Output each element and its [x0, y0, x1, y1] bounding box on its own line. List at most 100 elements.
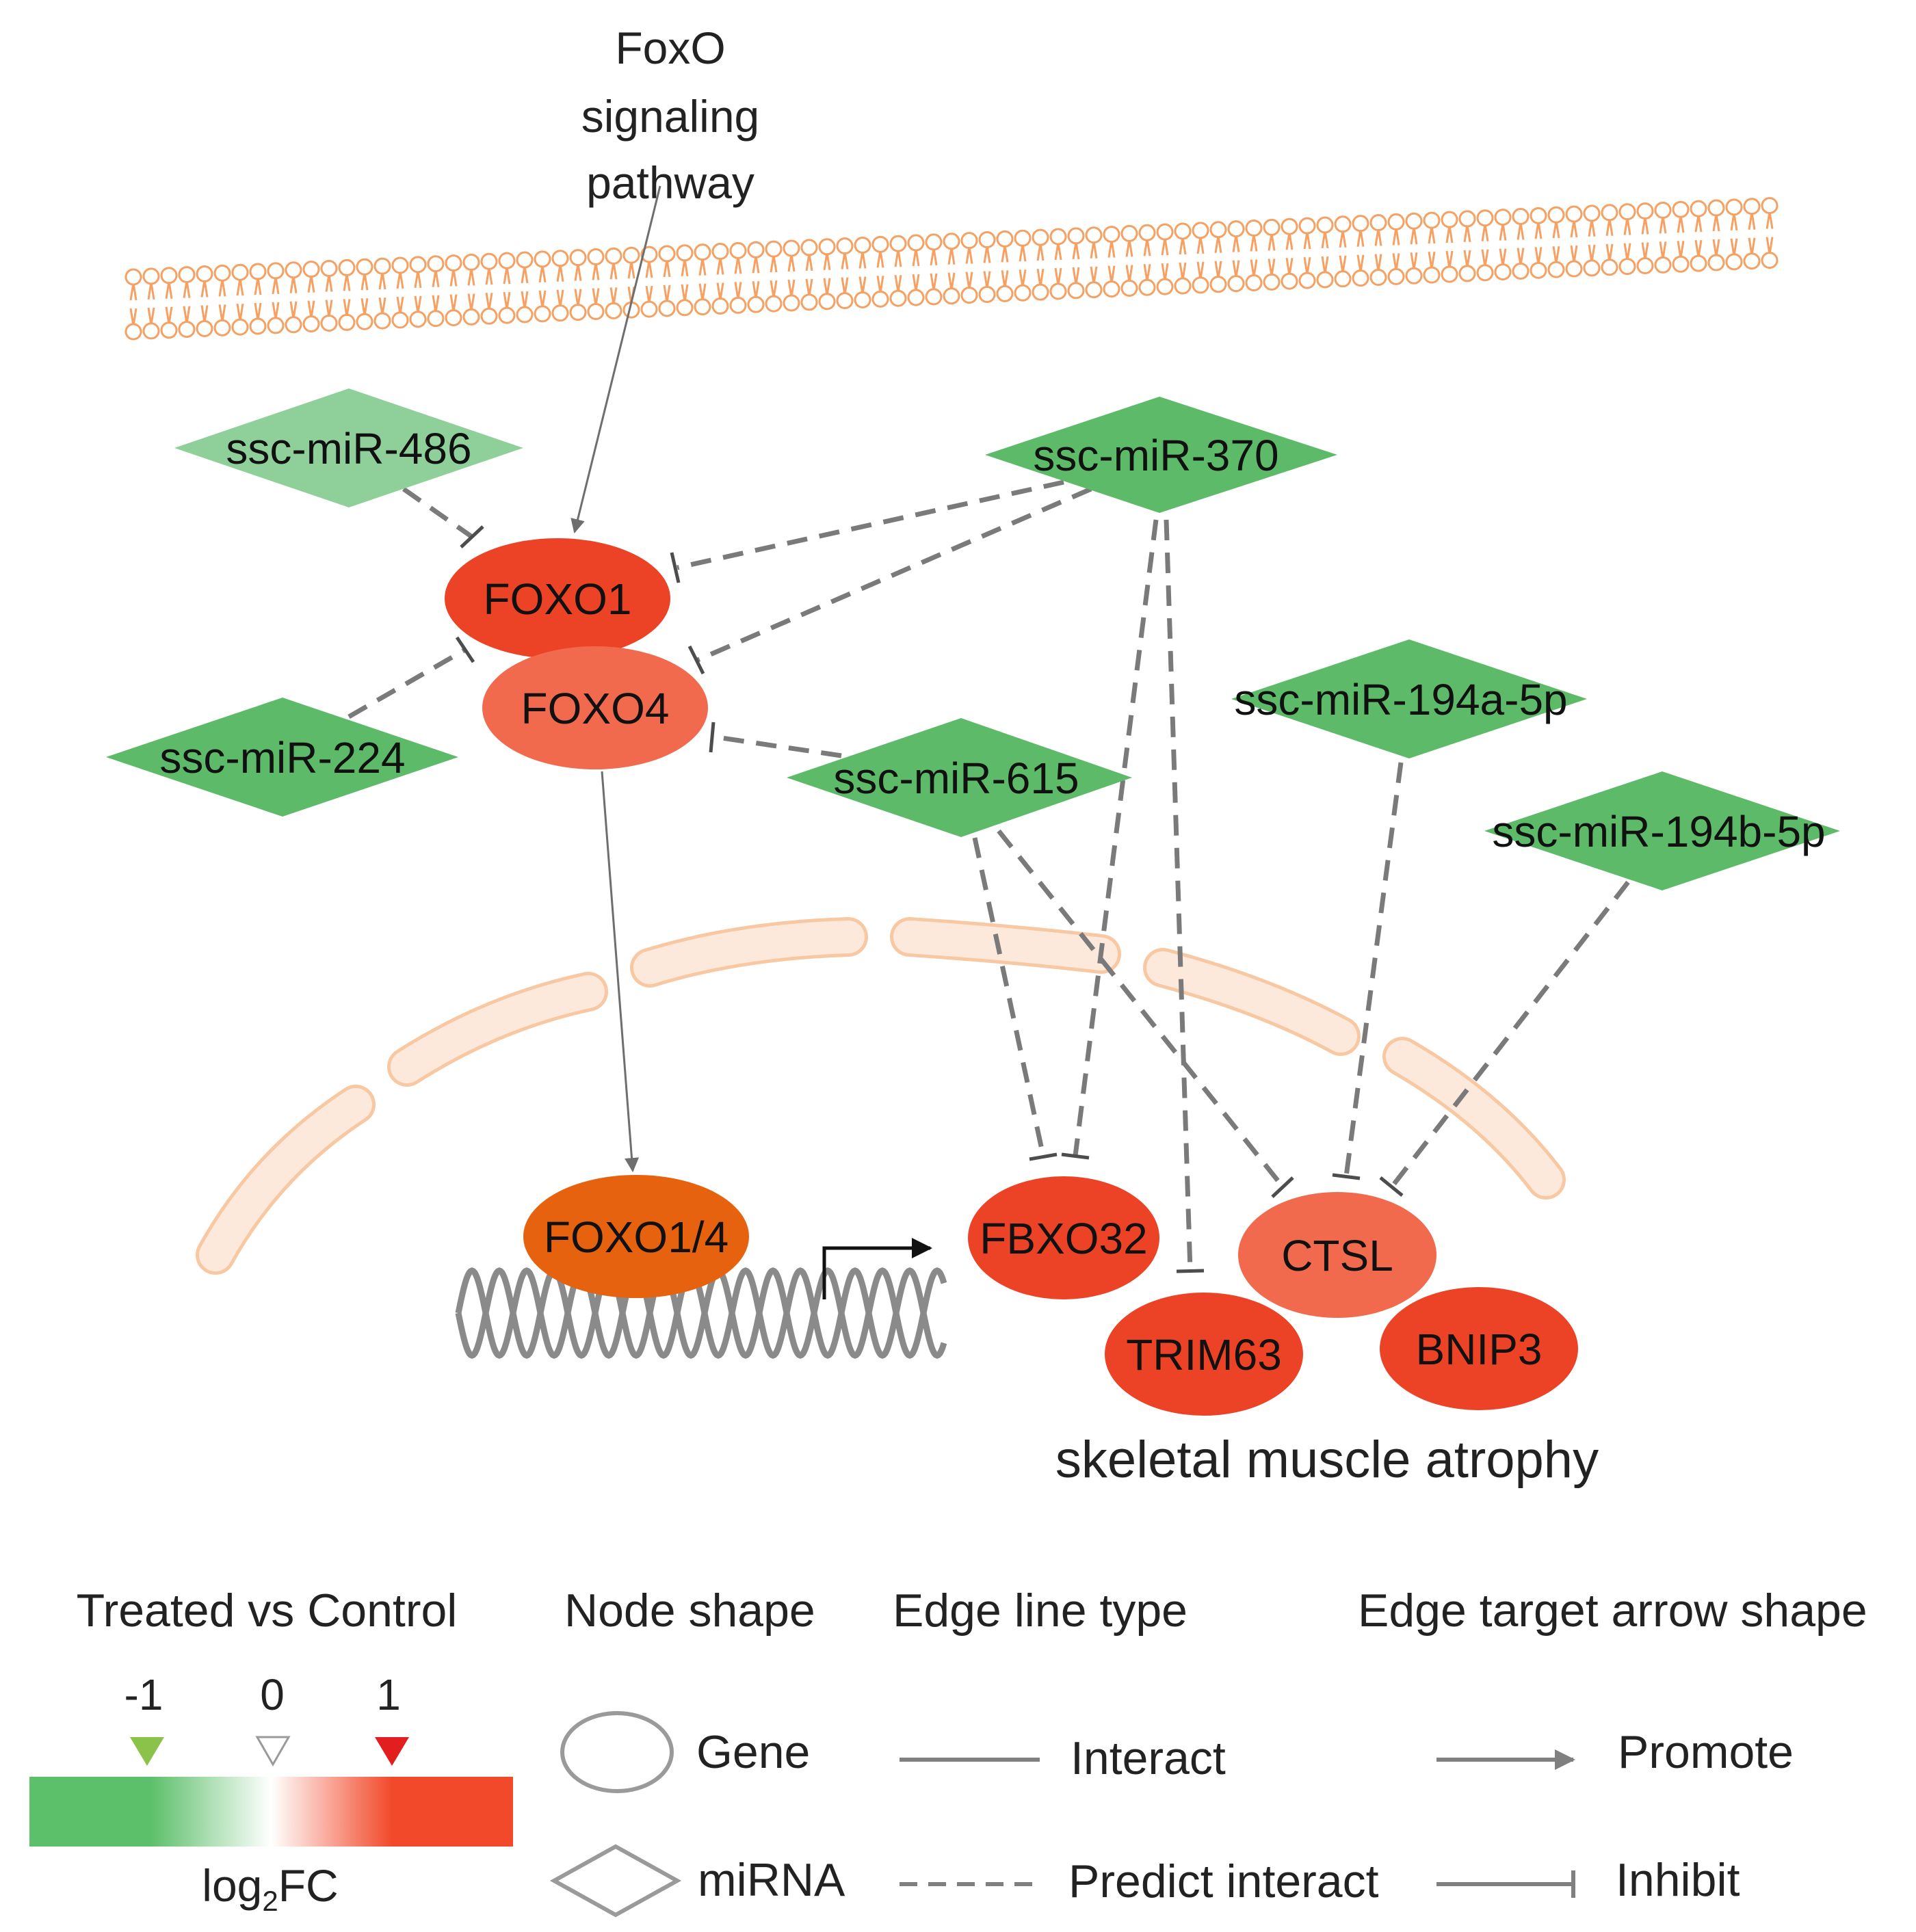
- gene-node-foxo1[interactable]: FOXO1: [445, 538, 670, 659]
- lipid-head: [1263, 218, 1281, 236]
- lipid-tail: [592, 263, 600, 306]
- lipid-tail: [1339, 230, 1347, 274]
- mirna-node-194b[interactable]: ssc-miR-194b-5p: [1484, 771, 1840, 890]
- lipid-tail: [1623, 217, 1631, 261]
- lipid-head: [676, 244, 694, 262]
- lipid-head: [178, 321, 196, 339]
- lipid-head: [605, 247, 622, 265]
- lipid-tail: [1730, 213, 1738, 256]
- lipid-tail: [663, 259, 671, 303]
- lipid-tail: [396, 271, 404, 315]
- lipid-head: [1441, 265, 1458, 283]
- lipid-tail: [236, 278, 244, 321]
- legend-label-sub: 2: [262, 1885, 278, 1917]
- lipid-tail: [307, 275, 315, 318]
- lipid-head: [1352, 269, 1369, 287]
- gene-node-foxo4[interactable]: FOXO4: [482, 646, 708, 769]
- lipid-head: [249, 317, 267, 335]
- lipid-head: [231, 263, 249, 281]
- lipid-tail: [1107, 240, 1116, 283]
- lipid-tail: [378, 272, 386, 315]
- lipid-tail: [787, 254, 796, 297]
- lipid-head: [587, 302, 605, 320]
- lipid-head: [1174, 277, 1192, 295]
- lipid-head: [1245, 274, 1263, 291]
- lipid-head: [1369, 269, 1387, 287]
- lipid-head: [1316, 271, 1334, 289]
- legend-color-title: Treated vs Control: [77, 1585, 458, 1637]
- lipid-head: [1369, 214, 1387, 232]
- lipid-head: [783, 239, 800, 257]
- lipid-head: [658, 300, 676, 317]
- lipid-head: [871, 235, 889, 253]
- mirna-label: ssc-miR-224: [159, 733, 405, 782]
- mirna-node-615[interactable]: ssc-miR-615: [787, 718, 1132, 837]
- lipid-head: [1743, 198, 1761, 215]
- lipid-head: [800, 293, 818, 311]
- gene-ellipse: [523, 1175, 749, 1298]
- lipid-tail: [645, 260, 653, 304]
- lipid-head: [1263, 273, 1281, 291]
- lipid-tail: [1268, 233, 1276, 276]
- lipid-head: [1494, 209, 1512, 226]
- lipid-head: [356, 258, 373, 276]
- edge-mir224-foxo1: [347, 647, 467, 719]
- lipid-head: [1761, 252, 1779, 269]
- gene-ellipse: [1238, 1192, 1436, 1318]
- lipid-tail: [983, 246, 991, 289]
- lipid-head: [1032, 283, 1049, 301]
- lipid-tail: [147, 282, 155, 326]
- legend-mirna-shape: [549, 1844, 682, 1918]
- lipid-tail: [1605, 218, 1614, 262]
- nuclear-envelope-segment: [633, 921, 865, 984]
- mirna-node-486[interactable]: ssc-miR-486: [174, 388, 523, 507]
- lipid-head: [445, 254, 462, 272]
- lipid-head: [1654, 201, 1672, 219]
- legend-mirna-label: miRNA: [698, 1854, 845, 1906]
- lipid-head: [285, 316, 302, 334]
- lipid-head: [1565, 260, 1583, 278]
- lipid-head: [462, 253, 480, 271]
- gene-node-ctsl[interactable]: CTSL: [1238, 1192, 1436, 1318]
- mirna-label: ssc-miR-615: [833, 754, 1079, 803]
- mirna-node-370[interactable]: ssc-miR-370: [985, 397, 1337, 513]
- lipid-head: [1281, 217, 1298, 235]
- lipid-head: [1120, 279, 1138, 297]
- gene-node-trim63[interactable]: TRIM63: [1105, 1293, 1303, 1416]
- lipid-head: [729, 296, 747, 314]
- lipid-head: [1014, 284, 1032, 302]
- legend-color-scale: Treated vs Control -1 0 1 log2FC: [29, 1585, 513, 1917]
- lipid-tail: [1463, 224, 1471, 268]
- lipid-tail: [272, 276, 280, 320]
- lipid-head: [836, 292, 854, 310]
- gene-node-fbxo32[interactable]: FBXO32: [968, 1176, 1159, 1299]
- edge-mir370-foxo1: [677, 479, 1064, 570]
- lipid-tail: [218, 279, 226, 322]
- lipid-head: [1405, 267, 1423, 284]
- mirna-node-224[interactable]: ssc-miR-224: [106, 698, 458, 817]
- lipid-tail: [770, 254, 778, 298]
- legend-tee-label: Inhibit: [1616, 1854, 1740, 1906]
- lipid-tail: [414, 270, 422, 314]
- legend-tick-high: 1: [376, 1670, 401, 1719]
- lipid-tail: [1036, 243, 1045, 287]
- outcome-label: skeletal muscle atrophy: [1055, 1431, 1599, 1489]
- lipid-tail: [1019, 244, 1027, 287]
- lipid-head: [1458, 210, 1476, 228]
- lipid-head: [1530, 207, 1547, 224]
- gene-node-foxo14[interactable]: FOXO1/4: [523, 1175, 749, 1298]
- lipid-head: [498, 252, 516, 269]
- lipid-tail: [1428, 226, 1436, 269]
- lipid-head: [302, 315, 320, 333]
- lipid-head: [356, 313, 373, 330]
- gene-node-bnip3[interactable]: BNIP3: [1380, 1287, 1578, 1410]
- nuclear-envelope-segment: [1386, 1040, 1562, 1196]
- legend-arrow-label: Promote: [1618, 1726, 1794, 1778]
- lipid-head: [694, 243, 711, 261]
- lipid-head: [1316, 216, 1334, 234]
- gene-ellipse: [1105, 1293, 1303, 1416]
- lipid-head: [1654, 256, 1672, 274]
- lipid-head: [943, 287, 960, 305]
- mirna-node-194a[interactable]: ssc-miR-194a-5p: [1231, 639, 1587, 758]
- legend-node-shape: Node shape Gene miRNA: [549, 1585, 845, 1918]
